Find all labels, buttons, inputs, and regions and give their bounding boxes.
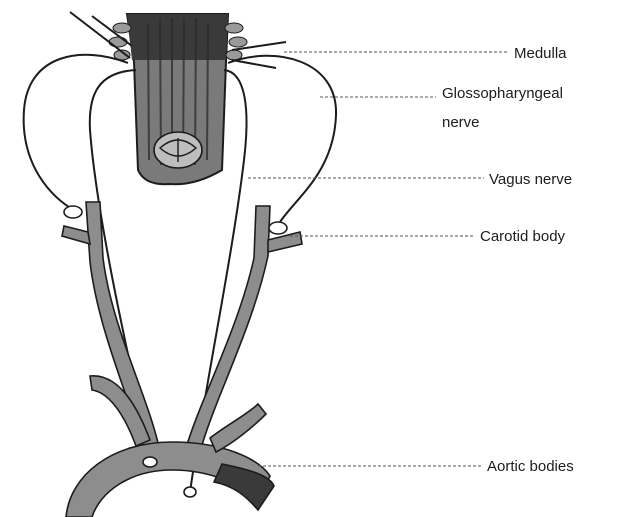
aortic-arch	[66, 376, 274, 517]
label-carotid-body: Carotid body	[480, 227, 565, 246]
aortic-body-right	[184, 487, 196, 497]
glossopharyngeal-nerve-left	[24, 55, 128, 210]
label-glossopharyngeal-line2: nerve	[442, 113, 480, 132]
aortic-body-left	[143, 457, 157, 467]
carotid-arteries	[62, 202, 302, 456]
medulla	[109, 14, 247, 184]
label-medulla: Medulla	[514, 44, 567, 63]
label-aortic-bodies: Aortic bodies	[487, 457, 574, 476]
carotid-body-left	[64, 206, 82, 218]
label-glossopharyngeal-line1: Glossopharyngeal	[442, 84, 563, 103]
label-vagus-nerve: Vagus nerve	[489, 170, 572, 189]
carotid-body-right	[269, 222, 287, 234]
glossopharyngeal-nerve-right	[228, 56, 336, 222]
